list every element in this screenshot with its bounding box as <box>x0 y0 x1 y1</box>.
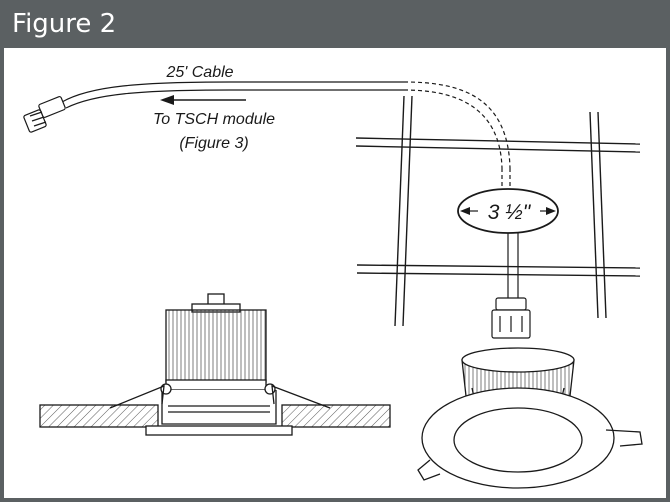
direction-arrow <box>160 95 246 105</box>
fixture-side-view <box>39 293 391 436</box>
figure-reference-label: (Figure 3) <box>179 135 248 152</box>
cable-connector-left <box>23 96 66 133</box>
figure-title: Figure 2 <box>12 9 117 39</box>
cable-connector-fixture <box>491 297 531 339</box>
cutout-dimension-label: 3 ½" <box>488 201 532 224</box>
fixture-perspective <box>417 347 643 489</box>
cable-length-label: 25' Cable <box>165 64 233 81</box>
figure-border <box>0 48 670 502</box>
figure-header: Figure 2 <box>0 0 670 48</box>
ceiling-grid <box>355 95 641 327</box>
cable <box>61 81 519 300</box>
to-module-label: To TSCH module <box>153 111 275 128</box>
ceiling-cutout: 3 ½" <box>457 188 559 234</box>
